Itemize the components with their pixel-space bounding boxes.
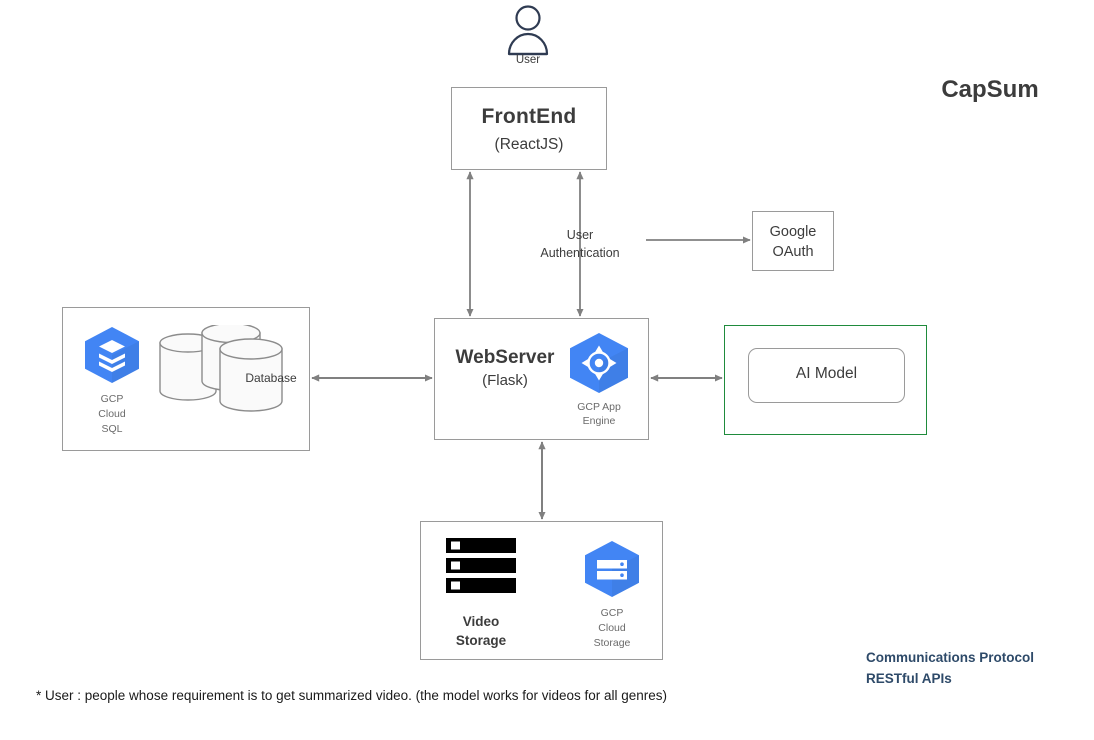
frontend-node[interactable]: FrontEnd (ReactJS): [451, 87, 607, 170]
cloud-sql-caption: GCP Cloud SQL: [81, 392, 143, 437]
cloud-sql-caption-line1: GCP: [100, 393, 124, 405]
cloud-storage-caption-line3: Storage: [593, 637, 631, 649]
footnote: * User : people whose requirement is to …: [36, 688, 668, 703]
frontend-subtitle: (ReactJS): [494, 136, 564, 153]
gcp-cloud-storage-icon: [581, 540, 643, 598]
cloud-storage-caption-line1: GCP: [600, 607, 624, 619]
app-engine-caption: GCP App Engine: [566, 400, 632, 428]
app-engine-caption-line2: Engine: [582, 415, 616, 427]
google-oauth-line2: OAuth: [772, 244, 814, 260]
protocol-note-line2: RESTful APIs: [866, 671, 952, 686]
user-authentication-edge-label: User Authentication: [520, 226, 640, 262]
page-title: CapSum: [941, 76, 1039, 103]
google-oauth-node[interactable]: Google OAuth: [752, 211, 834, 271]
server-rack-icon: [446, 538, 516, 595]
video-storage-line2: Storage: [455, 633, 507, 648]
ai-model-label: AI Model: [795, 365, 858, 382]
cloud-storage-caption-line2: Cloud: [598, 622, 626, 634]
app-engine-caption-line1: GCP App: [577, 401, 621, 413]
user-person-icon: [498, 4, 558, 56]
user-auth-line1: User: [566, 228, 594, 242]
google-oauth-line1: Google: [769, 224, 817, 240]
webserver-title: WebServer: [455, 347, 555, 368]
communications-protocol-note: Communications Protocol RESTful APIs: [866, 647, 1094, 689]
video-storage-line1: Video: [462, 614, 500, 629]
user-label: User: [515, 54, 541, 66]
frontend-title: FrontEnd: [481, 105, 577, 128]
protocol-note-line1: Communications Protocol: [866, 650, 1035, 665]
google-oauth-label: Google OAuth: [753, 222, 833, 262]
gcp-app-engine-icon: [566, 332, 632, 394]
database-cylinders-icon: [158, 322, 304, 420]
cloud-sql-caption-line3: SQL: [101, 423, 123, 435]
ai-model-node[interactable]: AI Model: [748, 348, 905, 403]
webserver-subtitle: (Flask): [482, 372, 528, 389]
cloud-storage-caption: GCP Cloud Storage: [581, 606, 643, 651]
gcp-cloud-sql-icon: [81, 326, 143, 384]
cloud-sql-caption-line2: Cloud: [98, 408, 126, 420]
database-cylinder-label: Database: [245, 371, 297, 385]
user-auth-line2: Authentication: [540, 246, 620, 260]
video-storage-label: Video Storage: [441, 612, 521, 650]
